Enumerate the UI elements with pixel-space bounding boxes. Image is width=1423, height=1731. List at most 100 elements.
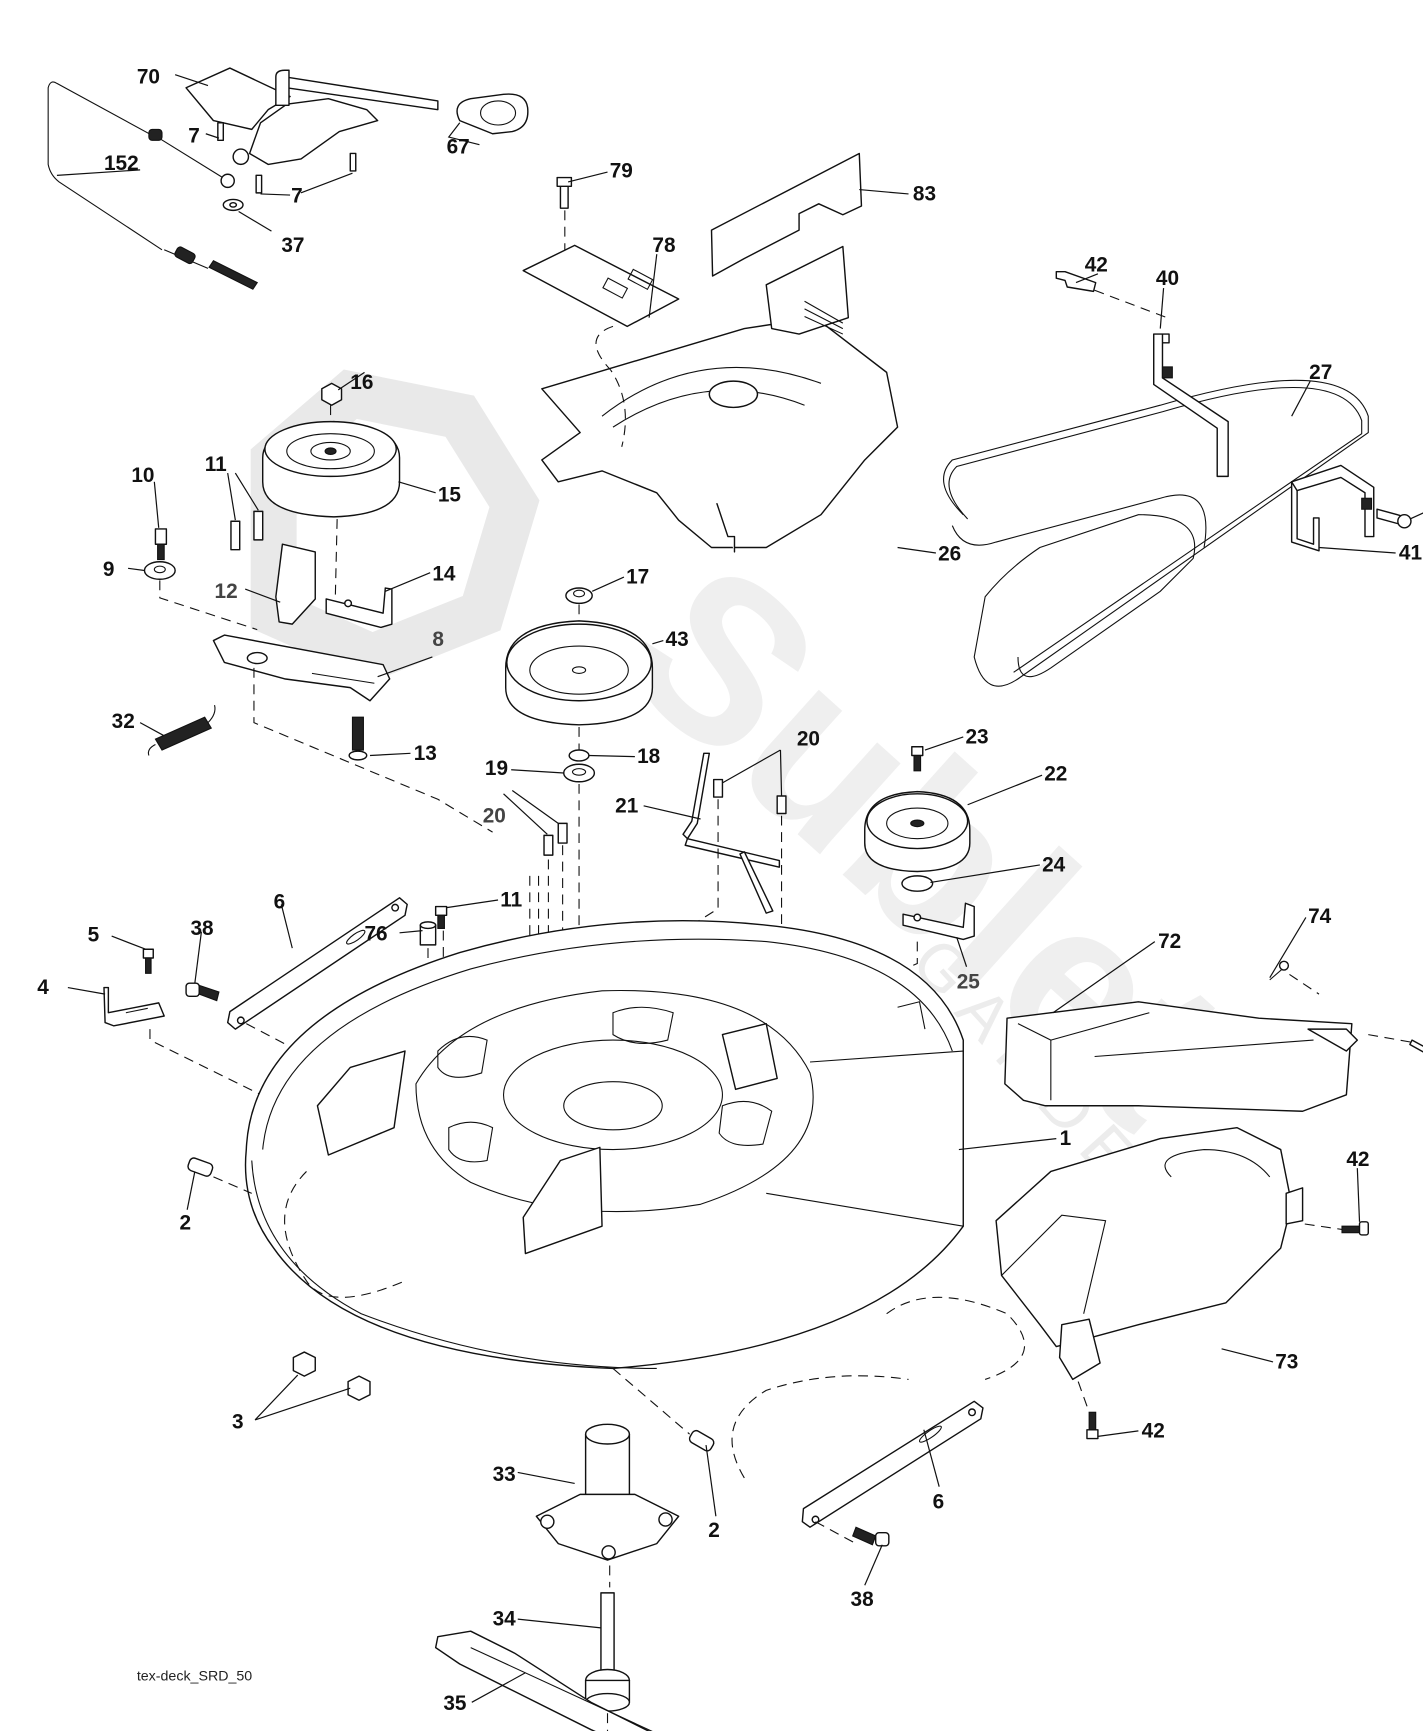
- part-belt-cover-26[interactable]: [541, 245, 899, 553]
- part-spindle-housing-33[interactable]: [535, 1423, 680, 1561]
- part-screw-79[interactable]: [556, 176, 573, 209]
- part-knob-67[interactable]: [456, 93, 529, 135]
- callout-79[interactable]: 79: [610, 160, 633, 183]
- callout-38-upper[interactable]: 38: [190, 917, 213, 940]
- part-washer-37[interactable]: [222, 198, 244, 212]
- part-nut-17[interactable]: [565, 587, 593, 605]
- callout-67[interactable]: 67: [447, 135, 470, 158]
- part-bearing-19[interactable]: [563, 763, 596, 783]
- callout-19[interactable]: 19: [485, 757, 508, 780]
- callout-6-upper[interactable]: 6: [274, 891, 286, 914]
- callout-76[interactable]: 76: [365, 922, 388, 945]
- callout-11-upper[interactable]: 11: [205, 453, 227, 476]
- part-spacer-13[interactable]: [348, 716, 368, 761]
- callout-42-deflector-bottom[interactable]: 42: [1142, 1419, 1165, 1442]
- part-spring-32[interactable]: [147, 705, 216, 756]
- part-rod-29[interactable]: [1409, 1039, 1423, 1081]
- part-bolt-10[interactable]: [154, 528, 168, 561]
- part-bolt-11-lower[interactable]: [434, 905, 448, 929]
- part-deck-housing-1[interactable]: [244, 919, 964, 1370]
- callout-12[interactable]: 12: [215, 580, 238, 603]
- part-bolt-38-upper[interactable]: [185, 982, 220, 1002]
- callout-5[interactable]: 5: [88, 924, 100, 947]
- part-bolts-11-upper[interactable]: [230, 510, 264, 551]
- callout-8[interactable]: 8: [432, 628, 444, 651]
- part-guide-rod-21[interactable]: [682, 752, 781, 914]
- callout-11-lower[interactable]: 11: [500, 889, 522, 912]
- callout-9[interactable]: 9: [103, 558, 115, 581]
- callout-40[interactable]: 40: [1156, 267, 1179, 290]
- part-nuts-3[interactable]: [292, 1351, 371, 1401]
- part-hanger-6-lower[interactable]: [801, 1400, 984, 1528]
- callout-38-lower[interactable]: 38: [851, 1588, 874, 1611]
- callout-17[interactable]: 17: [626, 566, 649, 589]
- callout-37[interactable]: 37: [281, 234, 304, 257]
- part-cable-152[interactable]: [47, 81, 259, 290]
- callout-25[interactable]: 25: [957, 971, 980, 994]
- part-idler-pulley-22[interactable]: [864, 790, 971, 873]
- part-screws-7[interactable]: [217, 122, 357, 194]
- callout-14[interactable]: 14: [432, 562, 456, 585]
- callout-21[interactable]: 21: [615, 794, 638, 817]
- part-roller-2-bottom[interactable]: [688, 1429, 715, 1452]
- callout-74[interactable]: 74: [1308, 905, 1332, 928]
- callout-4[interactable]: 4: [37, 976, 49, 999]
- part-belt-keeper-12[interactable]: [275, 543, 316, 625]
- callout-78[interactable]: 78: [652, 234, 675, 257]
- callout-13[interactable]: 13: [414, 742, 437, 765]
- part-belt-guide-40[interactable]: [1153, 333, 1229, 478]
- callout-27[interactable]: 27: [1309, 361, 1332, 384]
- part-hanger-6-upper[interactable]: [226, 897, 408, 1030]
- part-plate-78[interactable]: [522, 244, 680, 328]
- part-screw-42-deflector-side[interactable]: [1341, 1221, 1369, 1236]
- callout-72[interactable]: 72: [1158, 930, 1181, 953]
- callout-7-lower[interactable]: 7: [291, 185, 303, 208]
- callout-1[interactable]: 1: [1060, 1127, 1072, 1150]
- callout-152[interactable]: 152: [104, 152, 139, 175]
- part-spindle-shaft-34[interactable]: [584, 1592, 631, 1712]
- callout-16[interactable]: 16: [350, 371, 373, 394]
- callout-20-left[interactable]: 20: [483, 804, 506, 827]
- callout-18[interactable]: 18: [637, 745, 660, 768]
- callout-33[interactable]: 33: [493, 1463, 516, 1486]
- part-bolts-20-left[interactable]: [543, 822, 568, 856]
- part-screw-42-right[interactable]: [1376, 508, 1412, 529]
- callout-24[interactable]: 24: [1042, 854, 1066, 877]
- part-washer-18[interactable]: [568, 749, 590, 762]
- callout-15[interactable]: 15: [438, 484, 461, 507]
- part-bolt-23[interactable]: [911, 746, 924, 772]
- part-belt-27[interactable]: [943, 379, 1369, 687]
- callout-20-right[interactable]: 20: [797, 728, 820, 751]
- part-clip-74[interactable]: [1269, 960, 1290, 981]
- part-nut-16[interactable]: [321, 382, 343, 406]
- callout-83[interactable]: 83: [913, 183, 936, 206]
- callout-43[interactable]: 43: [666, 628, 689, 651]
- part-roller-2-left[interactable]: [187, 1157, 214, 1178]
- callout-2-left[interactable]: 2: [180, 1211, 192, 1234]
- part-chute-72[interactable]: [1004, 1001, 1359, 1112]
- callout-34[interactable]: 34: [493, 1608, 517, 1631]
- part-idler-arm-8[interactable]: [212, 634, 391, 702]
- part-bolt-5[interactable]: [142, 948, 154, 974]
- part-washer-24[interactable]: [901, 875, 934, 892]
- part-screw-42-upper[interactable]: [1055, 270, 1097, 293]
- part-decal-83[interactable]: [710, 152, 863, 277]
- callout-22[interactable]: 22: [1044, 763, 1067, 786]
- part-nut-76[interactable]: [419, 921, 437, 946]
- part-spindle-pulley-43[interactable]: [505, 620, 654, 726]
- part-deflector-73[interactable]: [995, 1126, 1304, 1381]
- callout-73[interactable]: 73: [1275, 1350, 1298, 1373]
- part-screw-42-deflector-bottom[interactable]: [1086, 1411, 1099, 1440]
- callout-6-lower[interactable]: 6: [933, 1491, 945, 1514]
- part-belt-guide-41[interactable]: [1290, 464, 1375, 552]
- callout-3[interactable]: 3: [232, 1411, 244, 1434]
- callout-42-deflector-side[interactable]: 42: [1346, 1148, 1369, 1171]
- callout-7-upper[interactable]: 7: [188, 125, 200, 148]
- callout-41[interactable]: 41: [1399, 542, 1422, 565]
- part-bolt-38-lower[interactable]: [852, 1526, 890, 1547]
- callout-26[interactable]: 26: [938, 543, 961, 566]
- callout-42-upper[interactable]: 42: [1085, 254, 1108, 277]
- part-bracket-4[interactable]: [103, 986, 165, 1027]
- part-belt-keeper-25[interactable]: [902, 902, 975, 941]
- part-washer-9[interactable]: [143, 561, 176, 580]
